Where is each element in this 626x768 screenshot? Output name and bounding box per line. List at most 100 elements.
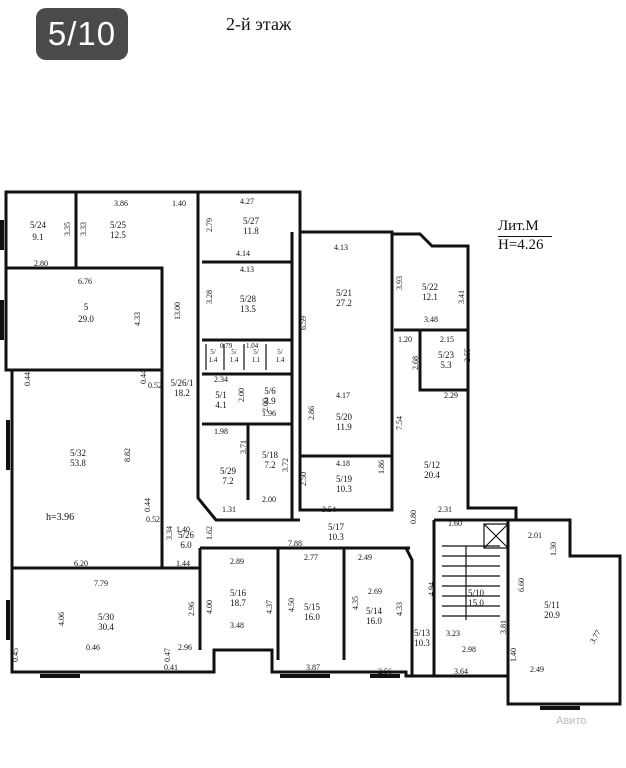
- small-room-area: 1.4: [230, 356, 239, 364]
- bottom-margin: [0, 738, 626, 768]
- dimension-label: 2.34: [214, 375, 228, 384]
- dimension-label: 0.41: [164, 663, 178, 672]
- room-label: 5/17: [328, 522, 345, 532]
- dimension-label: 6.20: [74, 559, 88, 568]
- dimension-label: 0.46: [86, 643, 100, 652]
- dimension-label: 3.34: [165, 526, 174, 540]
- room-label: 5/16: [230, 588, 247, 598]
- room-area: 5.3: [440, 360, 452, 370]
- dimension-label: 0.52: [148, 381, 162, 390]
- room-label: 5/19: [336, 474, 353, 484]
- small-room-area: 1.1: [252, 356, 261, 364]
- dimension-label: 3.23: [446, 629, 460, 638]
- dimension-label: 2.29: [444, 391, 458, 400]
- room-area: 13.5: [240, 304, 256, 314]
- room-label: 5/11: [544, 600, 560, 610]
- dimension-label: 3.48: [424, 315, 438, 324]
- dimension-labels: 3.86 1.40 4.27 2.79 3.35 3.33 2.80 4.14 …: [11, 197, 603, 676]
- dimension-label: 4.00: [205, 600, 214, 614]
- room-area: 53.8: [70, 458, 86, 468]
- dimension-label: 2.89: [230, 557, 244, 566]
- dimension-label: 2.00: [261, 398, 270, 412]
- ceiling-height: H=4.26: [498, 237, 544, 253]
- room-label: 5/12: [424, 460, 440, 470]
- dimension-label: 4.37: [265, 600, 274, 614]
- dimension-label: 2.55: [463, 348, 472, 362]
- room-area: 27.2: [336, 298, 352, 308]
- small-room-label: 5/: [253, 348, 259, 356]
- dimension-label: 3.41: [457, 290, 466, 304]
- ceiling-note: h=3.96: [46, 512, 74, 523]
- room-area: 7.2: [264, 460, 275, 470]
- dimension-label: 6.60: [517, 578, 526, 592]
- room-label: 5/26: [178, 530, 195, 540]
- dimension-label: 0.45: [11, 648, 20, 662]
- room-area: 20.4: [424, 470, 440, 480]
- dimension-label: 2.96: [187, 602, 196, 616]
- room-area: 6.0: [180, 540, 192, 550]
- dimension-label: 2.00: [237, 388, 246, 402]
- dimension-label: 3.81: [499, 620, 508, 634]
- room-label: 5/23: [438, 350, 455, 360]
- room-area: 16.0: [304, 612, 320, 622]
- dimension-label: 2.49: [358, 553, 372, 562]
- room-label: 5: [84, 302, 89, 312]
- dimension-label: 2.01: [528, 531, 542, 540]
- dimension-label: 1.44: [176, 559, 190, 568]
- room-label: 5/13: [414, 628, 431, 638]
- room-label: 5/10: [468, 588, 485, 598]
- room-label: 5/27: [243, 216, 260, 226]
- dimension-label: 0.47: [163, 648, 172, 662]
- room-area: 7.2: [222, 476, 233, 486]
- room-area: 20.9: [544, 610, 560, 620]
- dimension-label: 0.44: [23, 372, 32, 386]
- dimension-label: 2.00: [262, 495, 276, 504]
- room-area: 12.1: [422, 292, 438, 302]
- dimension-label: 1.96: [262, 409, 276, 418]
- page-counter-badge: 5/10: [36, 8, 128, 60]
- dimension-label: 13.00: [173, 302, 182, 320]
- dimension-label: 8.82: [123, 448, 132, 462]
- dimension-label: 3.87: [306, 663, 320, 672]
- dimension-label: 2.15: [440, 335, 454, 344]
- room-area: 12.5: [110, 230, 126, 240]
- room-label: 5/15: [304, 602, 321, 612]
- dimension-label: 7.88: [288, 539, 302, 548]
- small-room-area: 1.4: [209, 356, 218, 364]
- dimension-label: 3.35: [63, 222, 72, 236]
- dimension-label: 4.35: [351, 596, 360, 610]
- building-letter-block: Лит.М H=4.26: [498, 218, 552, 254]
- dimension-label: 1.30: [549, 542, 558, 556]
- room-area: 18.7: [230, 598, 246, 608]
- dimension-label: 2.98: [462, 645, 476, 654]
- room-label: 5/21: [336, 288, 352, 298]
- room-label: 5/22: [422, 282, 438, 292]
- dimension-label: 2.56: [378, 667, 392, 676]
- dimension-label: 2.69: [368, 587, 382, 596]
- dimension-label: 1.98: [214, 427, 228, 436]
- room-labels: 5/24 9.1 5/25 12.5 5 29.0 5/27 11.8 5/28…: [30, 216, 560, 648]
- small-room-area: 1.4: [276, 356, 285, 364]
- dimension-label: 3.28: [205, 290, 214, 304]
- dimension-label: 4.27: [240, 197, 254, 206]
- dimension-label: 2.50: [299, 472, 308, 486]
- room-label: 5/29: [220, 466, 237, 476]
- dimension-label: 6.76: [78, 277, 92, 286]
- room-area: 10.3: [414, 638, 430, 648]
- dimension-label: 3.72: [281, 458, 290, 472]
- dimension-label: 3.93: [395, 276, 404, 290]
- room-area: 29.0: [78, 314, 94, 324]
- room-label: 5/28: [240, 294, 257, 304]
- room-area: 10.3: [336, 484, 352, 494]
- room-label: 5/24: [30, 220, 47, 230]
- dimension-label: 4.14: [236, 249, 250, 258]
- room-label: 5/26/1: [170, 378, 193, 388]
- room-area: 4.1: [215, 400, 226, 410]
- dimension-label: 3.77: [588, 628, 603, 645]
- floor-title: 2-й этаж: [226, 14, 292, 34]
- dimension-label: 1.40: [509, 648, 518, 662]
- room-label: 5/30: [98, 612, 115, 622]
- dimension-label: 1.04: [246, 342, 259, 350]
- dimension-label: 2.49: [530, 665, 544, 674]
